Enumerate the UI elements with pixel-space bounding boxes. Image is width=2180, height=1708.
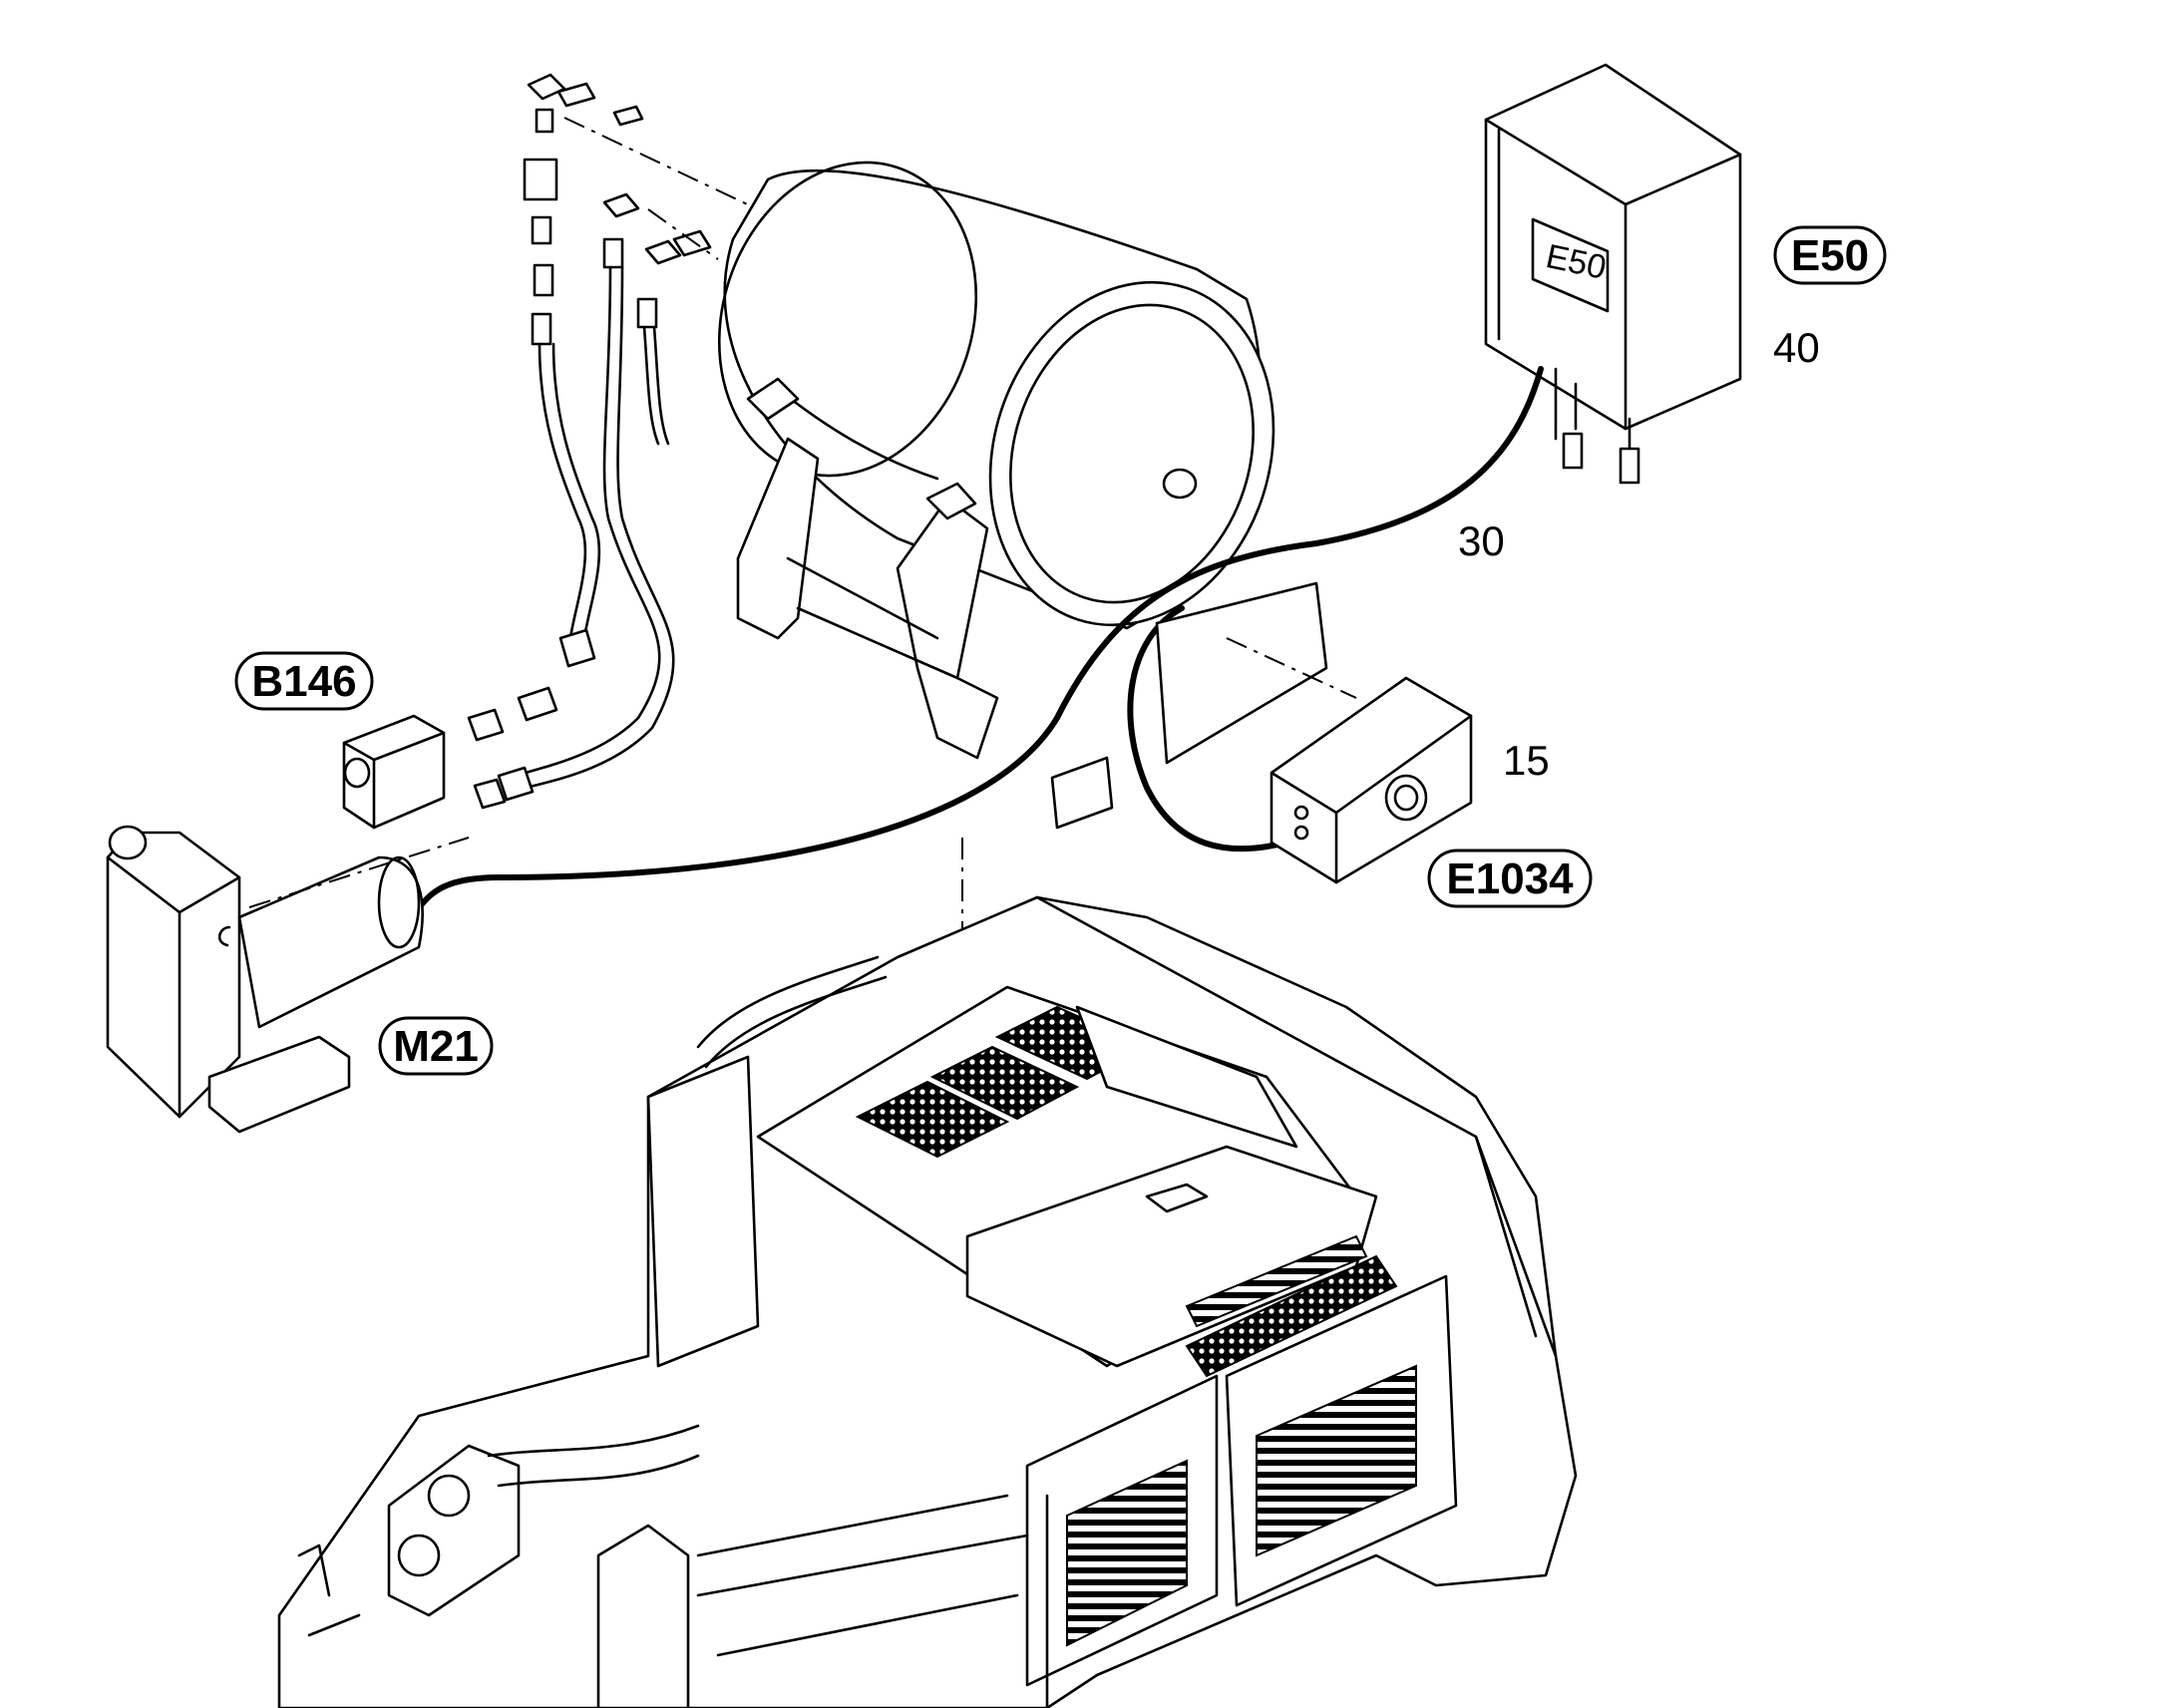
number-30: 30 bbox=[1458, 517, 1505, 564]
label-m21: M21 bbox=[393, 1022, 479, 1071]
label-b146: B146 bbox=[251, 657, 356, 706]
cable-loop bbox=[1127, 605, 1289, 853]
label-e1034: E1034 bbox=[1446, 854, 1574, 903]
callout-e1034: E1034 bbox=[1427, 849, 1593, 908]
control-box-e50: E50 bbox=[1484, 63, 1742, 485]
pressure-switch-b146 bbox=[342, 714, 446, 830]
air-fittings-assembly bbox=[467, 73, 759, 810]
number-40: 40 bbox=[1773, 324, 1820, 371]
switch-box-e1034 bbox=[1050, 581, 1473, 884]
machine-upper-frame bbox=[277, 895, 1578, 1708]
compressor-m21 bbox=[106, 825, 470, 1134]
callout-e50: E50 bbox=[1773, 225, 1887, 285]
number-15: 15 bbox=[1503, 737, 1550, 784]
label-e50: E50 bbox=[1791, 231, 1869, 280]
air-tank bbox=[717, 161, 1275, 760]
callout-b146: B146 bbox=[234, 651, 374, 711]
callout-m21: M21 bbox=[378, 1016, 494, 1076]
cable-30 bbox=[416, 366, 1544, 910]
